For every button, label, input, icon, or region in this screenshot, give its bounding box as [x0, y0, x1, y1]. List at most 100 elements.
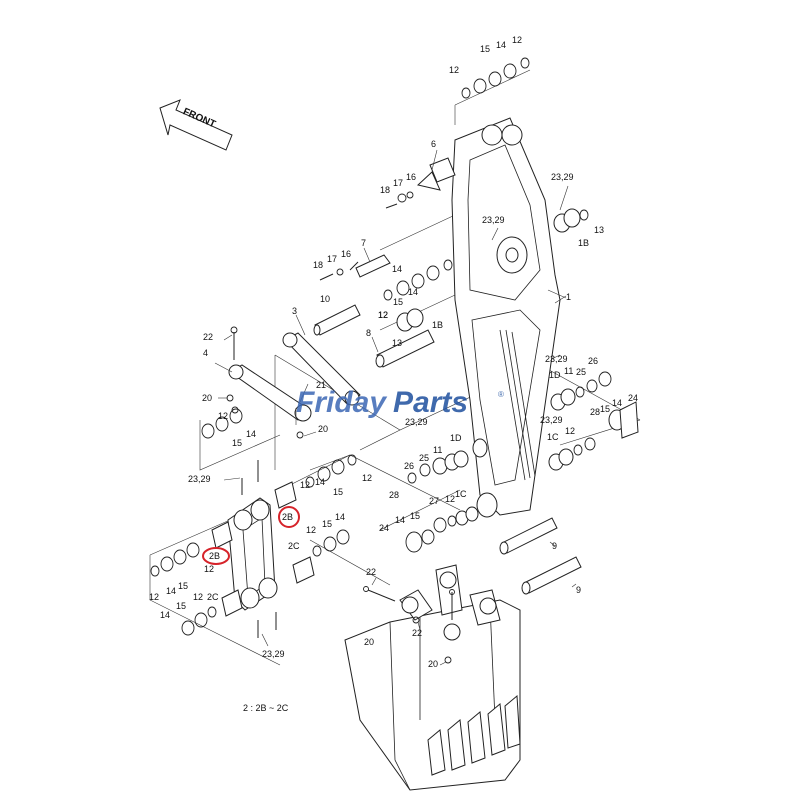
bushing-1C-group: [405, 506, 479, 553]
washers-mid-upper: [383, 259, 453, 301]
washers-row-mid: [305, 454, 357, 488]
callout-4: 4: [203, 348, 208, 358]
callout-17: 17: [327, 254, 337, 264]
watermark-text-a: Friday: [296, 386, 387, 419]
callout-17: 17: [393, 178, 403, 188]
callout-23-29: 23,29: [540, 415, 563, 425]
legend-text: 2 : 2B ~ 2C: [243, 703, 289, 713]
callout-3: 3: [292, 306, 297, 316]
callout-labels: 12 15 14 12 6 18 17 16 23,29 13 1B 23,29…: [149, 35, 638, 669]
callout-24: 24: [628, 393, 638, 403]
callout-13: 13: [392, 338, 402, 348]
callout-9: 9: [552, 541, 557, 551]
callout-23-29: 23,29: [551, 172, 574, 182]
callout-15: 15: [176, 601, 186, 611]
link-3: [282, 332, 361, 406]
boom-assembly: [451, 117, 561, 518]
callout-20: 20: [318, 424, 328, 434]
callout-2B: 2B: [209, 551, 220, 561]
callout-9: 9: [576, 585, 581, 595]
callout-15: 15: [333, 487, 343, 497]
callout-1B: 1B: [578, 238, 589, 248]
callout-12: 12: [149, 592, 159, 602]
bucket-link-2: [211, 460, 315, 638]
right-bushing-group-upper: [550, 371, 639, 439]
callout-18: 18: [313, 260, 323, 270]
callout-15: 15: [322, 519, 332, 529]
callout-1: 1: [566, 292, 571, 302]
callout-2B: 2B: [282, 512, 293, 522]
callout-27: 27: [429, 496, 439, 506]
pin-6-group: [385, 157, 456, 209]
washers-right-lower: [312, 529, 350, 557]
callout-1B: 1B: [432, 320, 443, 330]
callout-18: 18: [380, 185, 390, 195]
callout-1C: 1C: [455, 489, 467, 499]
callout-14: 14: [246, 429, 256, 439]
callout-20: 20: [364, 637, 374, 647]
callout-22: 22: [412, 628, 422, 638]
callout-12: 12: [445, 494, 455, 504]
callout-15: 15: [393, 297, 403, 307]
callout-22: 22: [203, 332, 213, 342]
callout-8: 8: [366, 328, 371, 338]
callout-16: 16: [341, 249, 351, 259]
callout-12: 12: [565, 426, 575, 436]
watermark-registered: ®: [498, 390, 504, 399]
callout-14: 14: [496, 40, 506, 50]
bushing-1B-upper: [553, 208, 589, 233]
callout-12: 12: [512, 35, 522, 45]
right-bushing-group-lower: [548, 437, 596, 471]
pin-8: [375, 329, 435, 368]
callout-24: 24: [379, 523, 389, 533]
callout-20: 20: [202, 393, 212, 403]
callout-6: 6: [431, 139, 436, 149]
watermark-text-b: Parts: [393, 386, 468, 419]
callout-13: 13: [594, 225, 604, 235]
callout-15: 15: [232, 438, 242, 448]
callout-14: 14: [160, 610, 170, 620]
callout-12: 12: [300, 480, 310, 490]
center-bushing-group: [407, 450, 469, 484]
callout-14: 14: [408, 287, 418, 297]
pins-9: [499, 517, 582, 595]
callout-1D: 1D: [450, 433, 462, 443]
callout-14: 14: [335, 512, 345, 522]
callout-12: 12: [449, 65, 459, 75]
callout-12: 12: [218, 411, 228, 421]
callout-25: 25: [419, 453, 429, 463]
highlight-circle-2B-upper: [278, 506, 300, 528]
highlight-marks: [202, 506, 300, 565]
pin-7-group: [319, 254, 391, 281]
callout-12: 12: [193, 592, 203, 602]
watermark-logo: Friday Parts ®: [296, 386, 504, 419]
callout-1C: 1C: [547, 432, 559, 442]
assembly-guide-lines: [149, 69, 641, 666]
bushing-1B-lower: [396, 308, 424, 332]
callout-26: 26: [588, 356, 598, 366]
bucket: [344, 564, 521, 791]
callout-23-29: 23,29: [188, 474, 211, 484]
callout-7: 7: [361, 238, 366, 248]
callout-12: 12: [378, 310, 388, 320]
callout-23-29: 23,29: [482, 215, 505, 225]
callout-25: 25: [576, 367, 586, 377]
callout-20: 20: [428, 659, 438, 669]
callout-12: 12: [306, 525, 316, 535]
callout-10: 10: [320, 294, 330, 304]
callout-12: 12: [378, 310, 388, 320]
callout-14: 14: [612, 398, 622, 408]
pin-10: [313, 304, 361, 336]
callout-15: 15: [410, 511, 420, 521]
leader-lines: [214, 149, 577, 666]
callout-21: 21: [316, 380, 326, 390]
callout-15: 15: [600, 404, 610, 414]
callout-11: 11: [564, 366, 573, 376]
callout-23-29: 23,29: [545, 354, 568, 364]
callout-2C: 2C: [288, 541, 300, 551]
front-direction-arrow: FRONT: [159, 99, 233, 151]
callout-26: 26: [404, 461, 414, 471]
highlight-circle-2B-lower: [202, 547, 230, 565]
callout-14: 14: [315, 477, 325, 487]
